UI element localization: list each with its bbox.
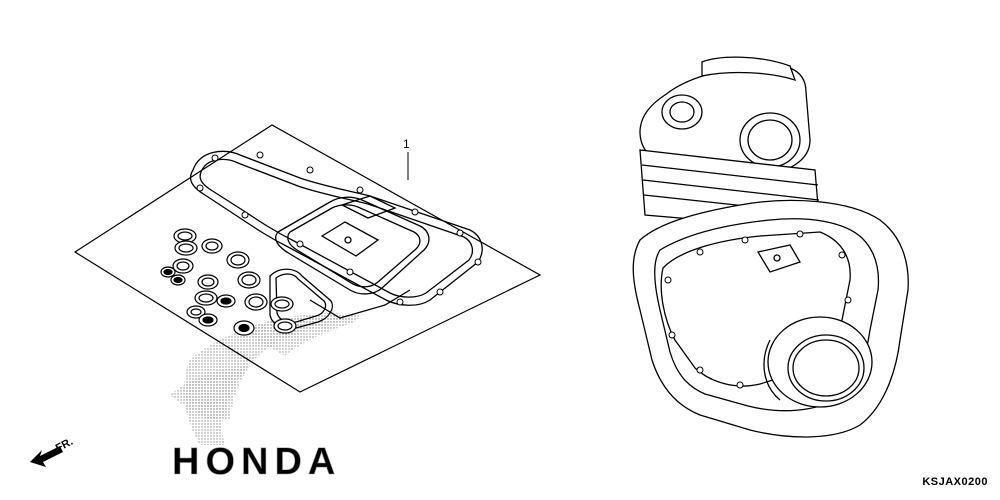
front-direction-arrow-icon: FR. (30, 436, 75, 467)
callout-1-number: 1 (403, 137, 410, 151)
o-ring-set (160, 228, 297, 336)
callout-1: 1 (403, 137, 410, 180)
cover-gasket (275, 195, 430, 295)
engine-assembly (632, 56, 909, 438)
front-direction-label: FR. (54, 436, 75, 455)
gasket-kit-sheet (73, 124, 542, 393)
crankcase-gasket (189, 150, 483, 306)
honda-wing-watermark (170, 313, 365, 445)
diagram-code: KSJAX0200 (922, 476, 988, 488)
honda-logo-text: HONDA (172, 441, 341, 483)
